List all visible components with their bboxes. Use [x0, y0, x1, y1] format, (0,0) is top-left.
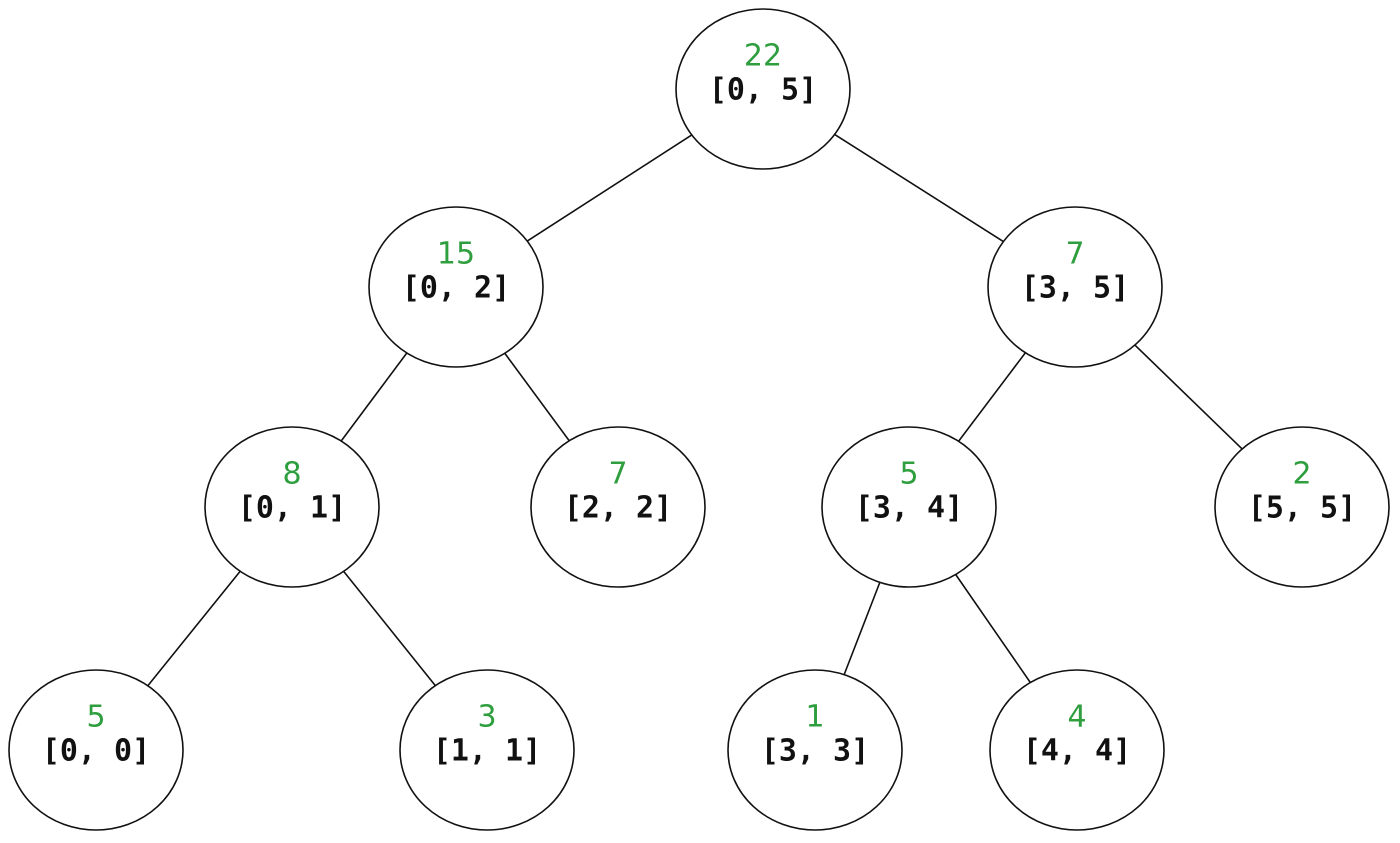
- node-circle: [727, 669, 903, 831]
- tree-node-3-5: 7[3, 5]: [987, 206, 1163, 368]
- node-circle: [989, 669, 1165, 831]
- node-sum-value: 8: [282, 457, 301, 492]
- node-sum-value: 15: [437, 237, 475, 272]
- edge-n-0-5-to-n-0-2: [526, 134, 693, 242]
- edge-n-3-5-to-n-5-5: [1134, 344, 1243, 450]
- edge-n-3-4-to-n-3-3: [843, 581, 881, 676]
- node-range-label: [0, 0]: [42, 734, 150, 769]
- tree-node-3-3: 1[3, 3]: [727, 669, 903, 831]
- node-range-label: [4, 4]: [1023, 734, 1131, 769]
- node-range-label: [1, 1]: [433, 734, 541, 769]
- node-sum-value: 3: [477, 700, 496, 735]
- edge-n-0-2-to-n-0-1: [340, 352, 408, 442]
- edge-n-0-5-to-n-3-5: [833, 133, 1005, 243]
- node-range-label: [3, 3]: [761, 734, 869, 769]
- node-sum-value: 7: [1065, 237, 1084, 272]
- node-circle: [530, 426, 706, 588]
- node-sum-value: 22: [744, 39, 782, 74]
- tree-node-2-2: 7[2, 2]: [530, 426, 706, 588]
- node-circle: [821, 426, 997, 588]
- node-circle: [204, 426, 380, 588]
- edge-n-0-2-to-n-2-2: [503, 352, 571, 442]
- node-sum-value: 5: [86, 700, 105, 735]
- edge-n-3-5-to-n-3-4: [957, 351, 1027, 443]
- nodes: 22[0, 5]15[0, 2]7[3, 5]8[0, 1]7[2, 2]5[3…: [8, 8, 1390, 831]
- node-range-label: [0, 1]: [238, 491, 346, 526]
- node-circle: [675, 8, 851, 170]
- node-sum-value: 4: [1067, 700, 1086, 735]
- node-range-label: [0, 2]: [402, 271, 510, 306]
- node-circle: [1214, 426, 1390, 588]
- node-range-label: [0, 5]: [709, 73, 817, 108]
- node-range-label: [5, 5]: [1248, 491, 1356, 526]
- edge-n-0-1-to-n-0-0: [147, 570, 241, 687]
- node-circle: [987, 206, 1163, 368]
- edge-n-3-4-to-n-4-4: [954, 573, 1032, 684]
- tree-node-0-1: 8[0, 1]: [204, 426, 380, 588]
- node-range-label: [2, 2]: [564, 491, 672, 526]
- tree-node-0-5: 22[0, 5]: [675, 8, 851, 170]
- tree-node-0-0: 5[0, 0]: [8, 669, 184, 831]
- node-sum-value: 2: [1292, 457, 1311, 492]
- tree-node-0-2: 15[0, 2]: [368, 206, 544, 368]
- node-sum-value: 1: [805, 700, 824, 735]
- node-range-label: [3, 4]: [855, 491, 963, 526]
- node-sum-value: 5: [899, 457, 918, 492]
- tree-node-3-4: 5[3, 4]: [821, 426, 997, 588]
- node-circle: [8, 669, 184, 831]
- tree-node-1-1: 3[1, 1]: [399, 669, 575, 831]
- edges: [147, 133, 1243, 687]
- node-sum-value: 7: [608, 457, 627, 492]
- node-circle: [368, 206, 544, 368]
- node-range-label: [3, 5]: [1021, 271, 1129, 306]
- tree-node-4-4: 4[4, 4]: [989, 669, 1165, 831]
- node-circle: [399, 669, 575, 831]
- tree-node-5-5: 2[5, 5]: [1214, 426, 1390, 588]
- edge-n-0-1-to-n-1-1: [342, 570, 437, 687]
